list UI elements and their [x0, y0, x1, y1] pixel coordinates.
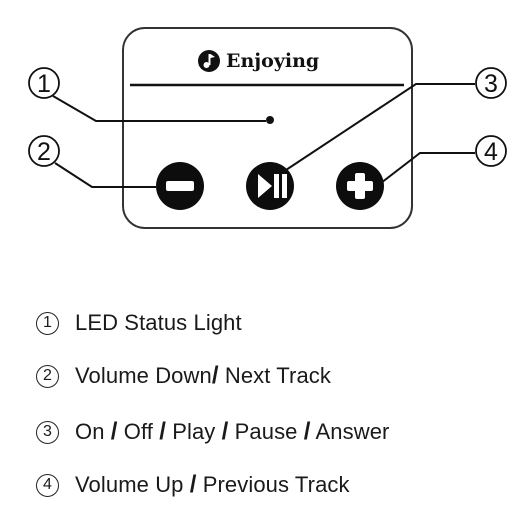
legend-item-volume-up: 4 Volume Up / Previous Track	[36, 470, 350, 500]
device-diagram: Enjoying 1 2 3	[28, 27, 507, 229]
legend-number: 2	[36, 364, 59, 388]
separator: /	[211, 362, 219, 389]
legend-part: Off	[117, 419, 160, 444]
callout-2: 2	[28, 135, 156, 188]
callout-3: 3	[285, 67, 507, 171]
brand-label: Enjoying	[226, 50, 319, 72]
plus-icon	[347, 173, 373, 199]
callout-4: 4	[380, 135, 507, 184]
legend-number: 4	[36, 473, 59, 497]
legend-number: 3	[36, 420, 59, 444]
legend-part: Play	[166, 419, 222, 444]
separator: /	[303, 418, 311, 445]
separator: /	[159, 418, 166, 445]
legend-part: Answer	[310, 419, 390, 444]
volume-up-button[interactable]	[336, 162, 384, 210]
legend-number: 1	[36, 311, 59, 335]
callout-1: 1	[28, 67, 266, 122]
music-note-icon	[198, 50, 220, 72]
callout-3-number: 3	[484, 70, 498, 98]
volume-down-button[interactable]	[156, 162, 204, 210]
legend-part: On	[75, 419, 111, 444]
play-pause-button[interactable]	[246, 162, 294, 210]
legend-text: Volume Up / Previous Track	[75, 471, 350, 499]
legend-part: Volume Up	[75, 472, 190, 497]
led-status-light	[266, 116, 274, 124]
legend-item-play: 3 On / Off / Play / Pause / Answer	[36, 417, 389, 447]
separator: /	[221, 418, 229, 445]
legend-item-led: 1 LED Status Light	[36, 308, 242, 338]
legend-part: LED Status Light	[75, 310, 242, 335]
minus-icon	[166, 181, 194, 191]
callout-4-number: 4	[484, 138, 498, 166]
legend-text: LED Status Light	[75, 310, 242, 336]
legend-part: Volume Down	[75, 363, 212, 388]
play-pause-icon	[258, 174, 287, 198]
legend-item-volume-down: 2 Volume Down/ Next Track	[36, 361, 331, 391]
legend-part: Pause	[228, 419, 304, 444]
legend-part: Next Track	[224, 363, 331, 388]
separator: /	[189, 471, 197, 498]
callout-2-number: 2	[37, 138, 51, 166]
separator: /	[110, 418, 118, 445]
legend-part: Previous Track	[196, 472, 350, 497]
callout-1-number: 1	[37, 70, 51, 98]
legend-text: Volume Down/ Next Track	[75, 362, 331, 390]
legend-text: On / Off / Play / Pause / Answer	[75, 418, 389, 446]
